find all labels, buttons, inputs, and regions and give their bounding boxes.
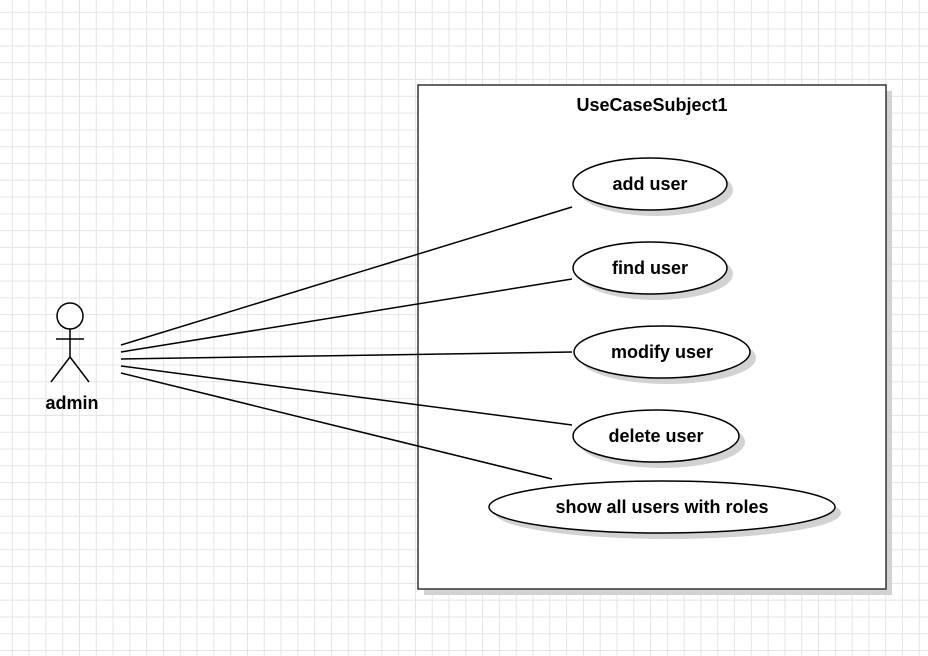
actor-admin[interactable] xyxy=(50,302,90,383)
use-case-label: show all users with roles xyxy=(555,497,768,517)
associations xyxy=(120,206,573,480)
use-case-label: add user xyxy=(612,174,687,194)
use-case-find-user[interactable]: find user xyxy=(572,241,733,300)
use-case-delete-user[interactable]: delete user xyxy=(572,409,745,468)
association-show-all-users[interactable] xyxy=(120,372,553,480)
use-case-modify-user[interactable]: modify user xyxy=(573,325,756,384)
association-find-user[interactable] xyxy=(120,278,573,353)
use-case-label: modify user xyxy=(611,342,713,362)
use-case-label: delete user xyxy=(608,426,703,446)
use-case-add-user[interactable]: add user xyxy=(572,157,733,216)
actor-right-leg xyxy=(69,356,90,383)
use-case-label: find user xyxy=(612,258,688,278)
system-boundary-title: UseCaseSubject1 xyxy=(576,95,727,115)
actor-name: admin xyxy=(45,393,98,413)
association-delete-user[interactable] xyxy=(120,365,573,426)
actor-left-leg xyxy=(50,356,71,383)
association-add-user[interactable] xyxy=(120,206,573,346)
use-case-show-all-users-with-roles[interactable]: show all users with roles xyxy=(488,480,841,539)
actor-head xyxy=(56,302,84,330)
association-modify-user[interactable] xyxy=(120,351,573,360)
